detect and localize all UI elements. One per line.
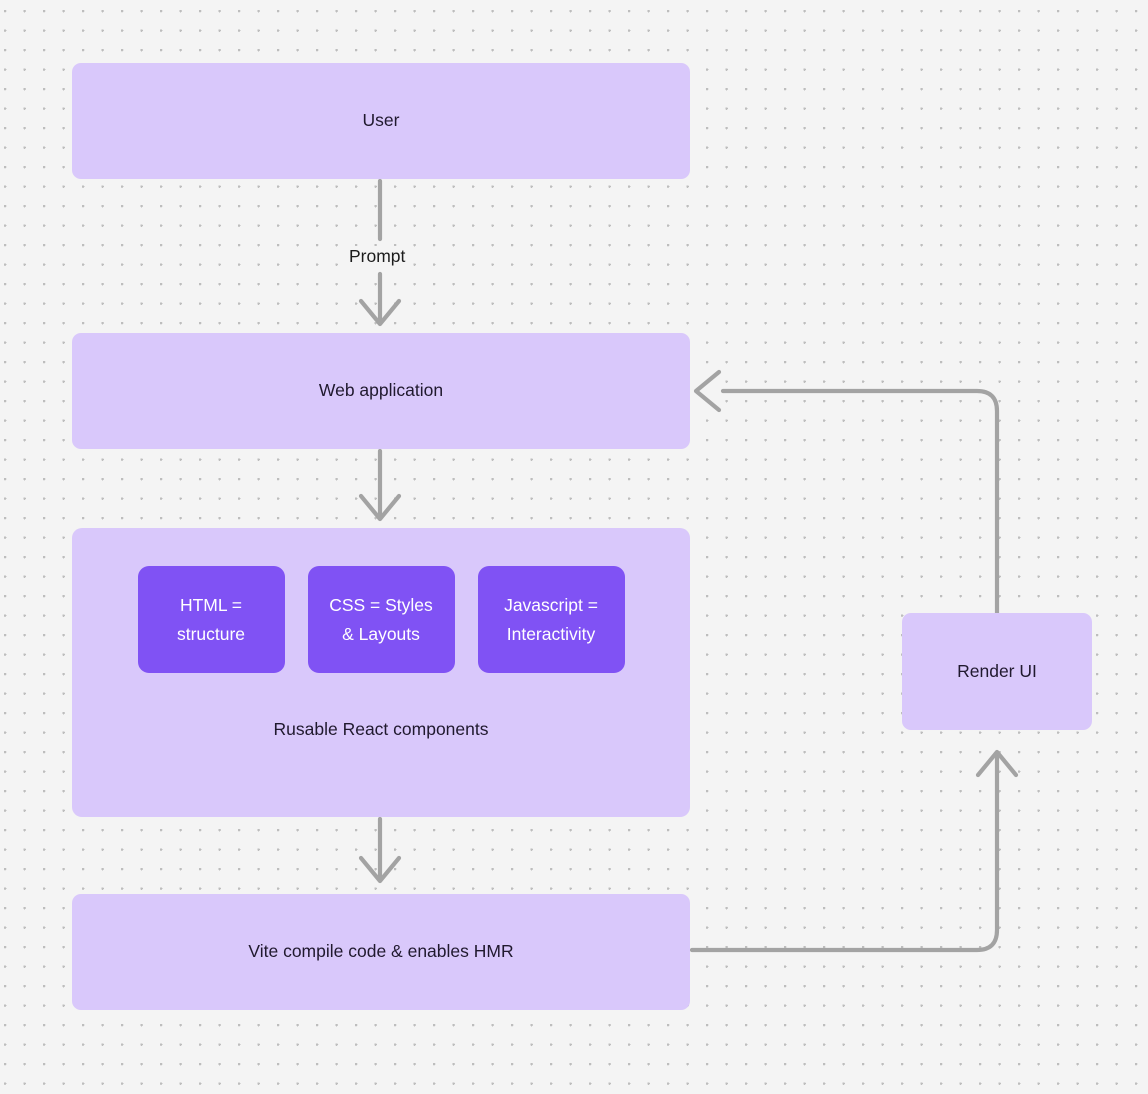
chip-html-line2: structure [176,623,246,644]
node-vite-label: Vite compile code & enables HMR [248,941,514,962]
chip-html[interactable]: HTML = structure [137,566,285,673]
edge-label-prompt: Prompt [342,246,413,267]
chip-row: HTML = structure CSS = Styles & Layouts … [72,566,690,673]
chip-html-line1: HTML = [179,595,243,616]
node-render-ui-label: Render UI [957,660,1037,681]
chip-javascript-line1: Javascript = [504,595,598,616]
edge-vite-to-render-arrowhead [975,749,1019,778]
chip-css[interactable]: CSS = Styles & Layouts [307,566,455,673]
node-user-label: User [362,110,400,131]
node-web-application[interactable]: Web application [72,333,690,449]
edge-components-to-vite-arrowhead [358,855,402,884]
edge-vite-to-render-line [689,753,1000,953]
node-web-application-label: Web application [318,380,444,401]
node-render-ui[interactable]: Render UI [902,613,1092,730]
edge-user-to-webapp-arrowhead [358,298,402,327]
chip-javascript-line2: Interactivity [506,623,596,644]
chip-javascript[interactable]: Javascript = Interactivity [477,566,625,673]
node-user[interactable]: User [72,63,690,179]
node-components-group[interactable]: HTML = structure CSS = Styles & Layouts … [72,528,690,817]
edge-render-to-webapp-line [720,388,1000,616]
chip-css-line2: & Layouts [342,623,420,644]
node-vite[interactable]: Vite compile code & enables HMR [72,894,690,1010]
components-caption: Rusable React components [273,719,489,739]
edge-render-to-webapp-arrowhead [693,369,722,413]
edge-webapp-to-components-arrowhead [358,493,402,522]
chip-css-line1: CSS = Styles [329,595,433,616]
